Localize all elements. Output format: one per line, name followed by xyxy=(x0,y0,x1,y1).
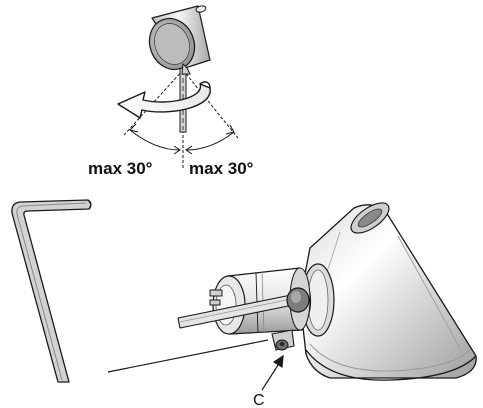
small-lamp-rotation-figure: max 30° max 30° xyxy=(88,5,254,178)
angle-arcs xyxy=(129,123,235,155)
part-label-c: C xyxy=(253,392,265,408)
angle-label-left: max 30° xyxy=(88,159,153,178)
clamp-screw-c xyxy=(271,329,295,351)
small-lamp-shade xyxy=(148,5,211,75)
large-lamp-shade xyxy=(299,202,477,381)
allen-key xyxy=(11,199,92,383)
leader-lines xyxy=(107,339,284,391)
angle-label-right: max 30° xyxy=(189,159,254,178)
pivot-knob xyxy=(286,287,310,313)
lamp-head-detail xyxy=(177,202,477,381)
rotation-arrow-icon xyxy=(117,81,211,119)
lamp-end-cap xyxy=(209,289,223,306)
c-arrowhead-icon xyxy=(272,354,284,369)
